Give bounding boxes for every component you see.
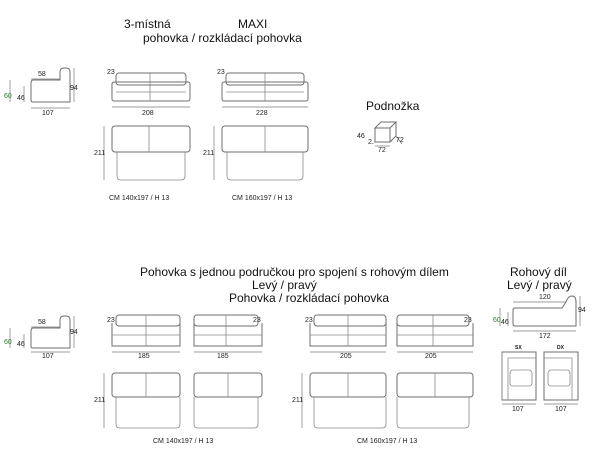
arm-sofa-160-front: 23 23 205 205 <box>305 314 474 360</box>
dim-seat-height: 46 <box>17 95 25 102</box>
dim-width: 107 <box>42 353 54 360</box>
dim-width-sx: 107 <box>512 406 524 413</box>
label-sx: SX <box>515 345 522 351</box>
dim-width: 208 <box>142 110 154 117</box>
bed-size-label: CM 140x197 / H 13 <box>109 195 169 202</box>
dim-height-total: 60 <box>4 339 12 346</box>
corner-sx-cushion <box>509 369 533 387</box>
dim-width: 228 <box>256 110 268 117</box>
heading-footstool: Podnožka <box>366 99 420 113</box>
dim-height-back: 94 <box>70 85 78 92</box>
dim-width-dx: 107 <box>555 406 567 413</box>
sofa-right-body <box>193 323 263 347</box>
sofa-right-body <box>396 323 474 347</box>
footstool-top <box>373 121 398 129</box>
three-seat-front: 23 208 <box>107 69 191 117</box>
sofa-body <box>111 81 191 102</box>
mattress-outline <box>193 397 259 429</box>
dim-arm-left: 23 <box>305 317 313 324</box>
dim-mark: 2. <box>368 139 374 146</box>
dim-height-total: 60 <box>4 93 12 100</box>
dim-arm-left: 23 <box>107 317 115 324</box>
heading-left-right: Levý / pravý <box>252 278 317 292</box>
footstool-front <box>374 128 391 143</box>
side-view-top: 58 60 46 107 94 <box>4 67 78 117</box>
side-profile <box>30 67 71 103</box>
dim-width-right: 185 <box>217 353 229 360</box>
dim-height-back: 94 <box>578 307 586 314</box>
dim-arm-right: 23 <box>253 317 261 324</box>
dim-height-back: 94 <box>70 329 78 336</box>
heading-corner: Rohový díl <box>510 265 567 279</box>
dim-arm: 23 <box>217 69 225 76</box>
label-dx: DX <box>557 345 565 351</box>
three-seat-bed: 211 CM 140x197 / H 13 <box>94 125 191 202</box>
corner-top-views: SX DX 107 107 <box>501 345 579 413</box>
dim-arm: 23 <box>107 69 115 76</box>
heading-three-seat: 3-místná <box>124 17 171 31</box>
heading-arm-sofa: Pohovka s jednou područkou pro spojení s… <box>140 265 449 279</box>
dim-height-total: 60 <box>493 317 501 324</box>
dim-depth: 120 <box>539 294 551 301</box>
heading-sofa-bed-top: pohovka / rozkládací pohovka <box>143 31 302 45</box>
side-profile <box>30 315 71 349</box>
dim-length-open: 211 <box>292 397 303 404</box>
dim-depth-seat: 58 <box>38 71 46 78</box>
maxi-front: 23 228 <box>217 69 309 117</box>
dim-width: 107 <box>42 110 54 117</box>
dim-length-open: 211 <box>94 397 105 404</box>
bed-frame <box>111 125 191 153</box>
heading-corner-left-right: Levý / pravý <box>507 278 572 292</box>
dim-width-right: 205 <box>425 353 437 360</box>
dim-line <box>395 135 403 145</box>
heading-sofa-bed-bottom: Pohovka / rozkládací pohovka <box>229 291 389 305</box>
corner-dx-cushion <box>547 369 571 387</box>
arm-sofa-140-front: 23 23 185 185 <box>107 314 263 360</box>
dim-seat-height: 46 <box>17 341 25 348</box>
corner-dx-inner <box>544 357 573 400</box>
dim-width-left: 185 <box>138 353 150 360</box>
corner-profile <box>512 295 577 327</box>
bed-size-label: CM 160x197 / H 13 <box>232 195 292 202</box>
mattress-outline <box>226 152 304 181</box>
sofa-left-back <box>115 314 181 327</box>
dim-arm-right: 23 <box>464 317 472 324</box>
dim-length-open: 211 <box>203 150 214 157</box>
corner-side-view: 120 60 46 172 94 <box>493 294 586 340</box>
sofa-back <box>115 72 187 86</box>
dim-height: 46 <box>357 133 365 140</box>
dim-depth: 72 <box>378 147 386 154</box>
dim-width-left: 205 <box>340 353 352 360</box>
dim-width: 172 <box>539 333 551 340</box>
dim-seat-height: 46 <box>501 319 509 326</box>
dim-length-open: 211 <box>94 150 105 157</box>
maxi-bed: 211 CM 160x197 / H 13 <box>203 125 309 202</box>
mattress-outline <box>115 397 181 429</box>
sofa-left-back <box>313 314 387 327</box>
side-view-bottom: 58 60 46 107 94 <box>4 315 78 360</box>
footstool: 46 2. 72 72 <box>357 121 404 154</box>
dim-width: 72 <box>396 137 404 144</box>
bed-size-label: CM 160x197 / H 13 <box>357 438 417 445</box>
corner-dx-outline <box>543 351 579 401</box>
arm-sofa-140-bed: 211 CM 140x197 / H 13 <box>94 372 263 445</box>
corner-sx-outline <box>501 351 537 401</box>
heading-maxi: MAXI <box>238 17 267 31</box>
mattress-outline <box>116 152 186 181</box>
dim-depth-seat: 58 <box>38 319 46 326</box>
bed-size-label: CM 140x197 / H 13 <box>153 438 213 445</box>
arm-sofa-160-bed: 211 CM 160x197 / H 13 <box>292 372 474 445</box>
mattress-outline <box>313 397 387 429</box>
mattress-outline <box>396 397 470 429</box>
corner-sx-inner <box>501 352 536 400</box>
